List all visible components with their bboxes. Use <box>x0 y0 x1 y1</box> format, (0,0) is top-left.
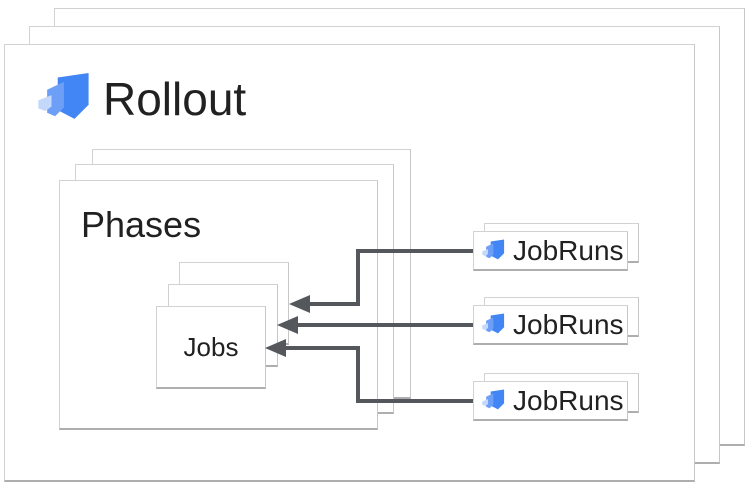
jobruns-label: JobRuns <box>513 308 624 340</box>
phases-title: Phases <box>81 204 202 245</box>
jobs-card-front: Jobs <box>156 306 266 389</box>
cloud-deploy-icon <box>482 313 505 333</box>
jobs-label: Jobs <box>183 331 239 362</box>
jobruns-label: JobRuns <box>513 234 624 266</box>
cloud-deploy-icon <box>482 239 505 259</box>
rollout-title: Rollout <box>103 73 247 125</box>
jobruns-3-card: JobRuns <box>473 381 628 421</box>
cloud-deploy-icon <box>38 72 89 119</box>
jobruns-2-card: JobRuns <box>473 305 628 345</box>
jobruns-label: JobRuns <box>513 384 624 416</box>
cloud-deploy-icon <box>482 389 505 409</box>
rollout-header: Rollout <box>33 70 246 128</box>
jobruns-1-card: JobRuns <box>473 231 628 271</box>
